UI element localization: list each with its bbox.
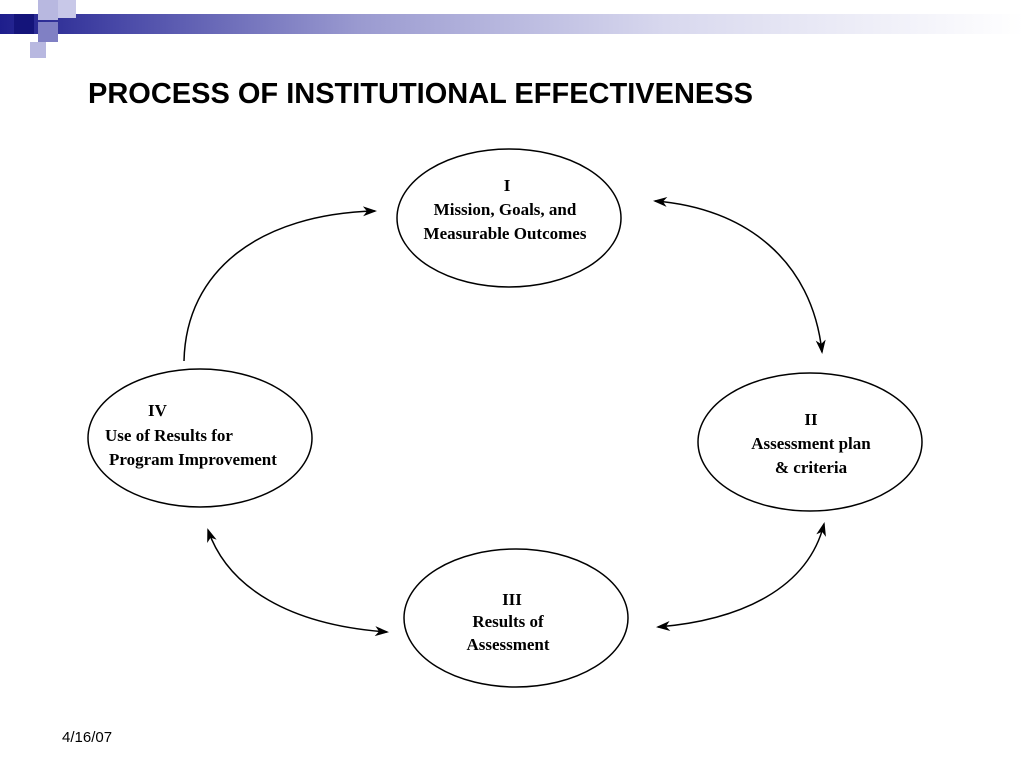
decor-square bbox=[38, 0, 58, 20]
node-i-line1: Mission, Goals, and bbox=[434, 200, 577, 219]
arrow-ii-iii bbox=[656, 522, 826, 631]
node-ii-line2: & criteria bbox=[775, 458, 848, 477]
node-iii-line2: Assessment bbox=[466, 635, 549, 654]
slide-date: 4/16/07 bbox=[62, 729, 113, 746]
decor-square bbox=[38, 22, 58, 42]
node-iii-numeral: III bbox=[502, 590, 522, 609]
arrow-iii-iv bbox=[207, 528, 389, 637]
node-iv-line1: Use of Results for bbox=[105, 426, 233, 445]
decor-square bbox=[30, 42, 46, 58]
node-i-line2: Measurable Outcomes bbox=[424, 224, 587, 243]
decor-square bbox=[58, 0, 76, 18]
node-ellipse-iii bbox=[403, 548, 629, 688]
node-ii-numeral: II bbox=[804, 410, 818, 429]
node-iii-line1: Results of bbox=[472, 612, 544, 631]
node-ellipse-ii bbox=[697, 372, 923, 512]
header-gradient-bar bbox=[0, 14, 1024, 34]
decor-square bbox=[14, 14, 34, 34]
slide-title: PROCESS OF INSTITUTIONAL EFFECTIVENESS bbox=[88, 78, 753, 110]
node-ellipse-i bbox=[396, 148, 622, 288]
node-iv-line2: Program Improvement bbox=[109, 450, 277, 469]
arrow-i-ii bbox=[653, 196, 826, 354]
node-ii-line1: Assessment plan bbox=[751, 434, 871, 453]
node-iv-numeral: IV bbox=[148, 401, 168, 420]
node-i-numeral: I bbox=[504, 176, 511, 195]
node-ellipse-iv bbox=[87, 368, 313, 508]
arrow-iv-i bbox=[183, 206, 377, 362]
